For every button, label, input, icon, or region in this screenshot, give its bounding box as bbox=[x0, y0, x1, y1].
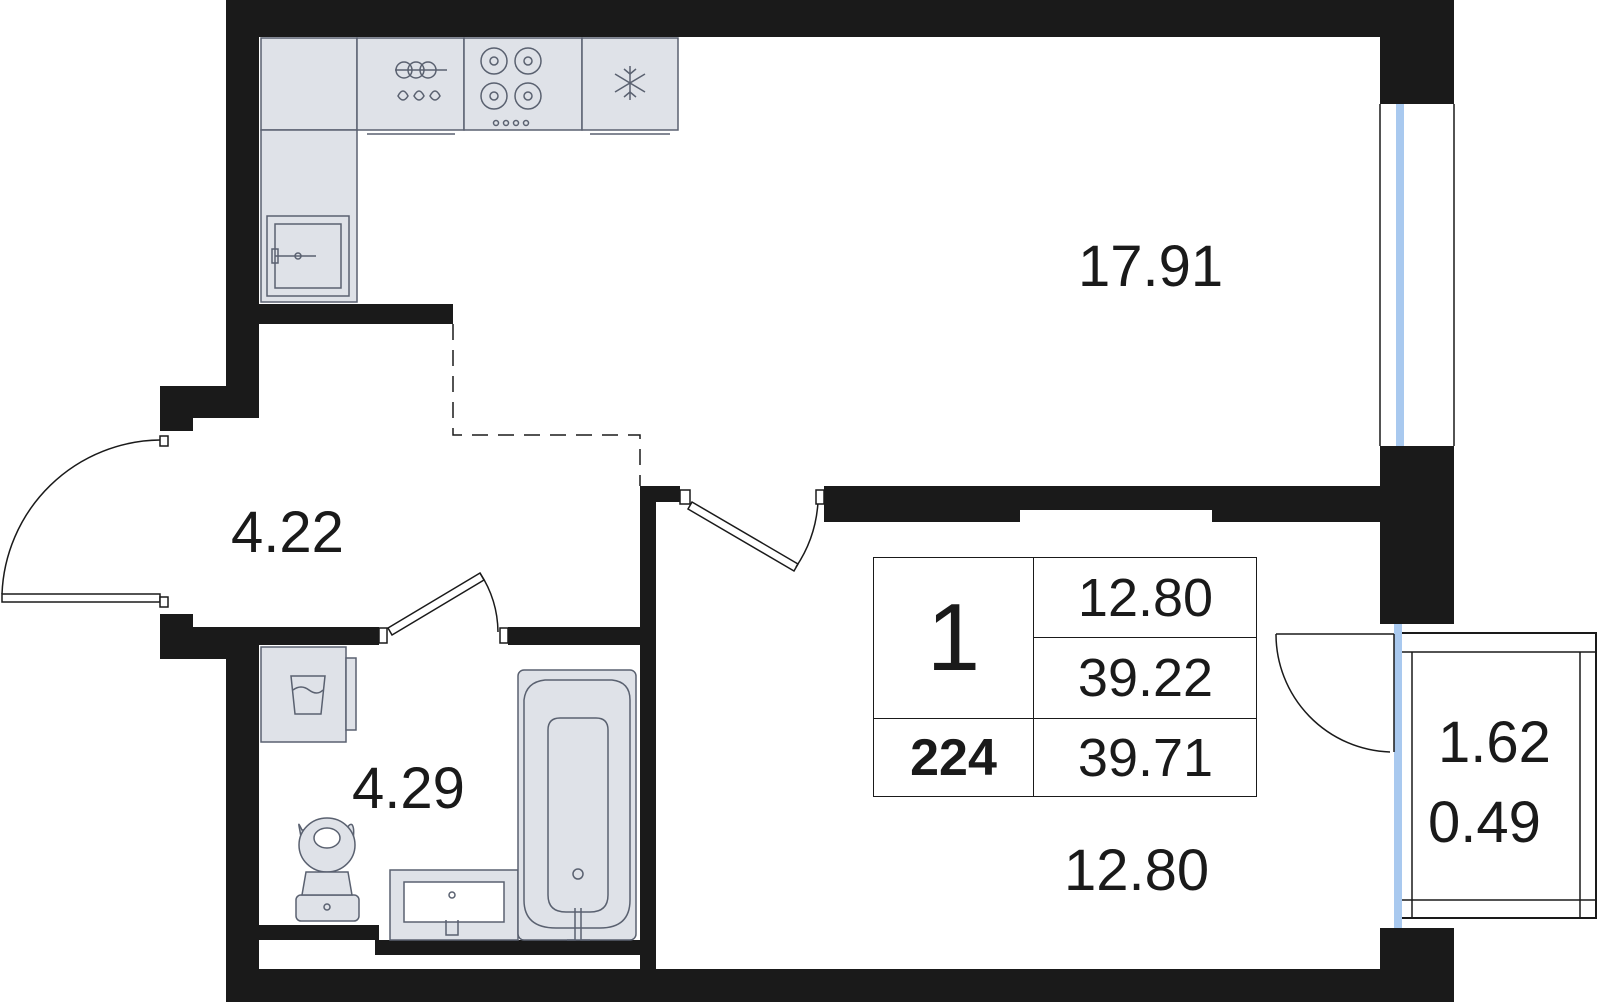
window-living bbox=[1379, 104, 1455, 446]
bedroom-area: 12.80 bbox=[1064, 838, 1210, 903]
bathroom-sink-icon bbox=[389, 869, 519, 941]
dishwasher-icon bbox=[395, 61, 447, 101]
zone-divider bbox=[452, 324, 641, 486]
living-area-value: 12.80 bbox=[1034, 558, 1257, 638]
balcony bbox=[1395, 632, 1597, 919]
hallway-area: 4.22 bbox=[231, 500, 344, 565]
door-swing-icon bbox=[1, 435, 1395, 753]
washing-machine-icon bbox=[260, 646, 357, 743]
window-bedroom bbox=[1380, 624, 1402, 928]
toilet-icon bbox=[295, 817, 360, 922]
apartment-number: 224 bbox=[874, 719, 1034, 797]
total-area-with-balcony-value: 39.71 bbox=[1077, 728, 1214, 788]
fridge-icon bbox=[614, 66, 646, 100]
balcony-reduced-area: 0.49 bbox=[1428, 790, 1541, 855]
sink-icon bbox=[266, 215, 350, 297]
total-area-value: 39.22 bbox=[1034, 638, 1257, 719]
stove-icon bbox=[480, 47, 542, 127]
balcony-area: 1.62 bbox=[1438, 710, 1551, 775]
bathtub-icon bbox=[517, 669, 637, 941]
apartment-summary-table: 1 224 12.80 39.22 39.71 bbox=[873, 557, 1257, 797]
bathroom-area: 4.29 bbox=[352, 756, 465, 821]
room-count: 1 bbox=[874, 558, 1034, 719]
living-room-area: 17.91 bbox=[1078, 234, 1224, 299]
walls bbox=[160, 0, 1454, 1002]
